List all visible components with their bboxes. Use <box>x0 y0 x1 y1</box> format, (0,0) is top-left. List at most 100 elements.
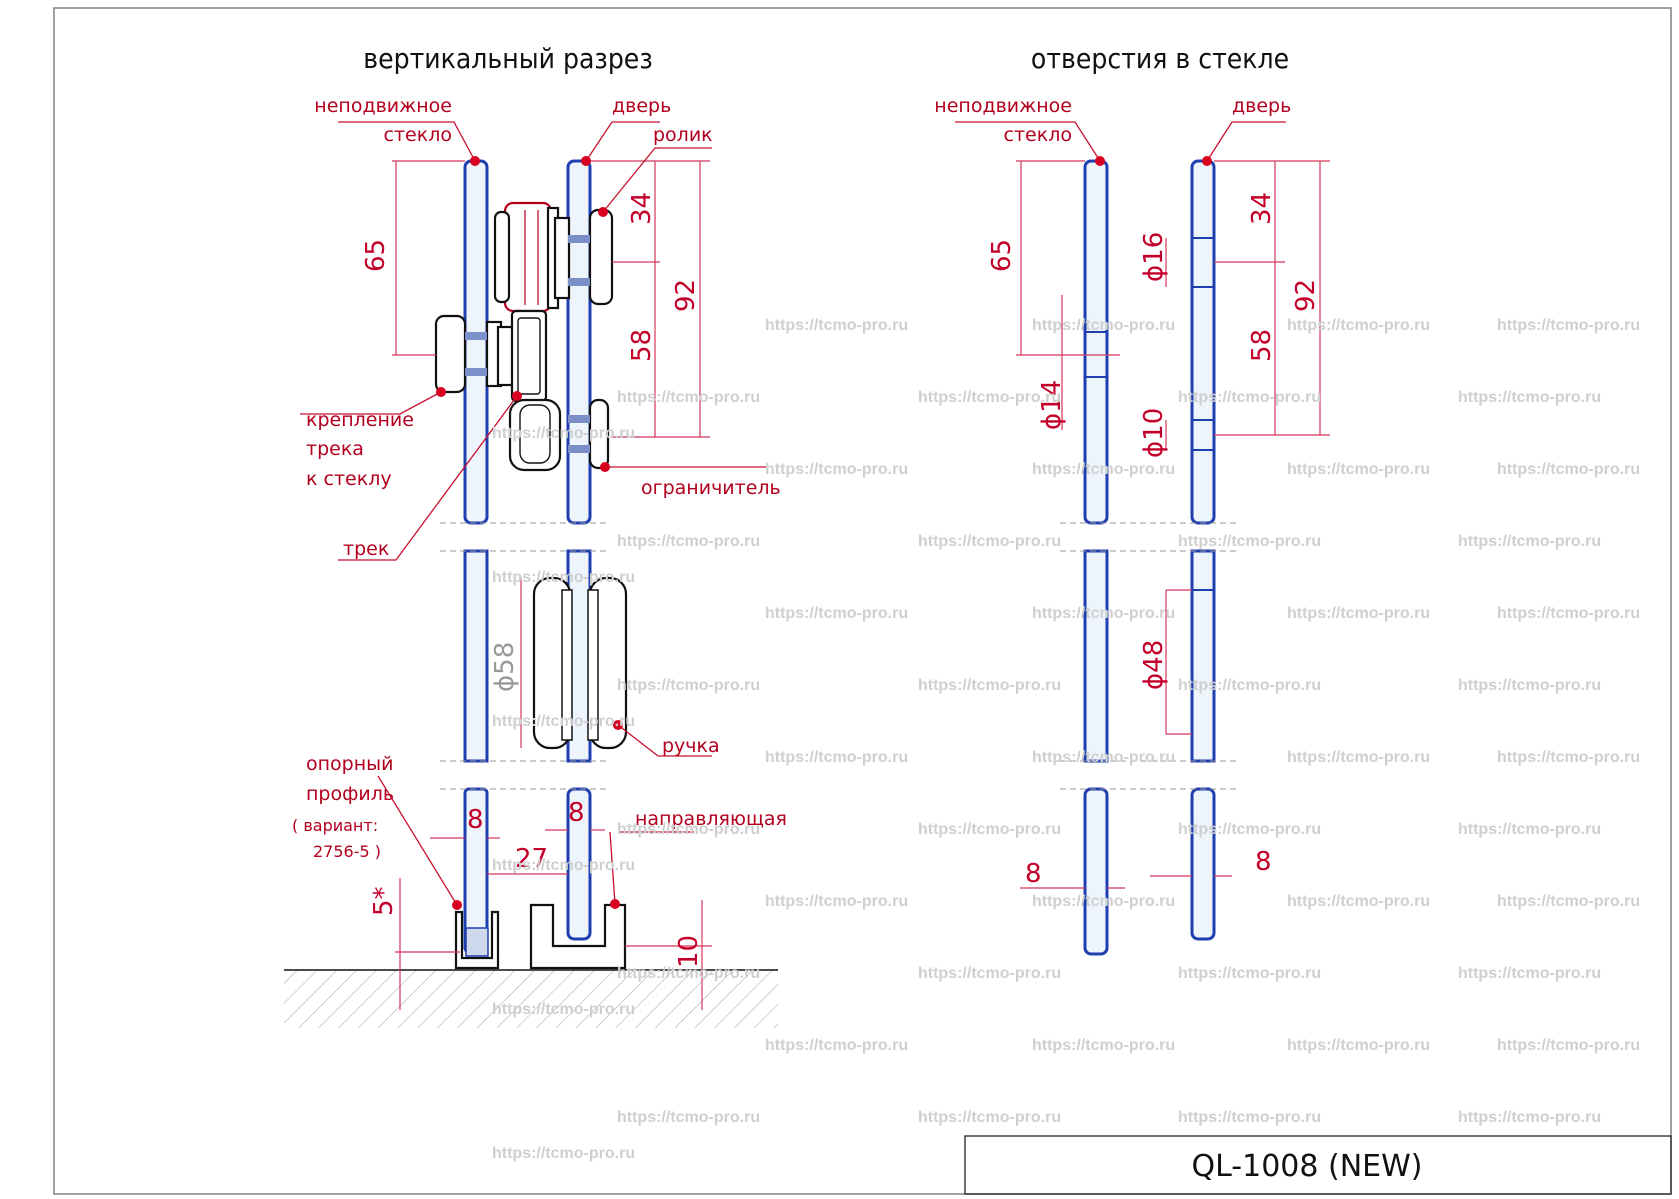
watermark-text: https://tcmo-pro.ru <box>765 749 908 766</box>
watermark-text: https://tcmo-pro.ru <box>1458 677 1601 694</box>
watermark-text: https://tcmo-pro.ru <box>918 533 1061 550</box>
dim-left-8a: 8 <box>467 805 484 835</box>
watermark-text: https://tcmo-pro.ru <box>617 533 760 550</box>
watermark-text: https://tcmo-pro.ru <box>1178 533 1321 550</box>
watermark-text: https://tcmo-pro.ru <box>1458 1109 1601 1126</box>
watermark-text: https://tcmo-pro.ru <box>492 713 635 730</box>
watermark-text: https://tcmo-pro.ru <box>1287 749 1430 766</box>
watermark-text: https://tcmo-pro.ru <box>1287 1037 1430 1054</box>
label-support-1: опорный <box>306 753 394 775</box>
watermark-text: https://tcmo-pro.ru <box>918 677 1061 694</box>
watermark-text: https://tcmo-pro.ru <box>1178 677 1321 694</box>
watermark-text: https://tcmo-pro.ru <box>1497 1037 1640 1054</box>
right-dimension-lines <box>1016 160 1330 889</box>
watermark-text: https://tcmo-pro.ru <box>765 317 908 334</box>
watermark-text: https://tcmo-pro.ru <box>1287 461 1430 478</box>
support-profile <box>454 910 500 970</box>
dim-left-8b: 8 <box>568 798 585 828</box>
dim-right-65: 65 <box>987 239 1017 272</box>
label-right-fixed-glass-2: стекло <box>1004 124 1072 146</box>
watermark-text: https://tcmo-pro.ru <box>1032 461 1175 478</box>
watermark-text: https://tcmo-pro.ru <box>1178 965 1321 982</box>
watermark-text: https://tcmo-pro.ru <box>617 1109 760 1126</box>
watermark-text: https://tcmo-pro.ru <box>1032 1037 1175 1054</box>
watermark-text: https://tcmo-pro.ru <box>1178 389 1321 406</box>
watermark-text: https://tcmo-pro.ru <box>492 425 635 442</box>
left-vertical-section: ϕ58 <box>284 95 787 1028</box>
watermark-text: https://tcmo-pro.ru <box>1032 317 1175 334</box>
dim-right-58: 58 <box>1247 329 1277 362</box>
watermark-text: https://tcmo-pro.ru <box>1458 389 1601 406</box>
watermark-text: https://tcmo-pro.ru <box>1032 893 1175 910</box>
roller-assembly <box>493 201 614 313</box>
label-fixed-glass-2: стекло <box>384 124 452 146</box>
dim-right-34: 34 <box>1247 192 1277 225</box>
label-fixed-glass-1: неподвижное <box>314 95 452 117</box>
watermark-text: https://tcmo-pro.ru <box>918 821 1061 838</box>
watermark-text: https://tcmo-pro.ru <box>765 605 908 622</box>
model-label: QL-1008 (NEW) <box>1192 1149 1423 1184</box>
watermark-text: https://tcmo-pro.ru <box>1178 821 1321 838</box>
watermark-text: https://tcmo-pro.ru <box>918 965 1061 982</box>
dim-right-92: 92 <box>1291 279 1321 312</box>
drawing-frame <box>53 7 1672 1195</box>
dim-left-65: 65 <box>361 239 391 272</box>
watermark-text: https://tcmo-pro.ru <box>1032 605 1175 622</box>
watermark-text: https://tcmo-pro.ru <box>1458 533 1601 550</box>
watermark-text: https://tcmo-pro.ru <box>617 389 760 406</box>
watermark-text: https://tcmo-pro.ru <box>492 857 635 874</box>
watermark-text: https://tcmo-pro.ru <box>1458 821 1601 838</box>
label-track-mount-1: крепление <box>306 409 414 431</box>
left-section-title: вертикальный разрез <box>363 42 652 75</box>
guide <box>529 903 627 970</box>
dim-handle-d58: ϕ58 <box>490 642 520 692</box>
right-section-title: отверстия в стекле <box>1031 42 1289 75</box>
label-roller: ролик <box>653 124 713 146</box>
watermark-text: https://tcmo-pro.ru <box>1032 749 1175 766</box>
left-leaders <box>300 121 766 906</box>
dim-left-27: 27 <box>515 844 548 874</box>
dim-left-58: 58 <box>627 329 657 362</box>
label-track-mount-3: к стеклу <box>306 468 392 490</box>
left-leader-dots <box>436 156 623 910</box>
dim-right-8b: 8 <box>1255 847 1272 877</box>
watermark-text: https://tcmo-pro.ru <box>617 677 760 694</box>
watermark-text: https://tcmo-pro.ru <box>617 965 760 982</box>
label-support-2: профиль <box>306 783 394 805</box>
label-limiter: ограничитель <box>641 477 781 499</box>
left-dimension-lines <box>392 160 712 1010</box>
track <box>510 309 548 403</box>
right-break-lines <box>1060 522 1240 790</box>
watermark-text: https://tcmo-pro.ru <box>765 893 908 910</box>
right-leaders <box>955 121 1286 166</box>
watermark-text: https://tcmo-pro.ru <box>1178 1109 1321 1126</box>
label-handle: ручка <box>662 735 720 757</box>
title-block: QL-1008 (NEW) <box>964 1135 1672 1195</box>
dim-right-8a: 8 <box>1025 859 1042 889</box>
dim-left-34: 34 <box>627 192 657 225</box>
watermark-text: https://tcmo-pro.ru <box>1497 749 1640 766</box>
watermark-text: https://tcmo-pro.ru <box>1497 317 1640 334</box>
watermark-text: https://tcmo-pro.ru <box>492 569 635 586</box>
label-support-4: 2756-5 ) <box>313 842 381 861</box>
dim-right-d48: ϕ48 <box>1139 640 1169 690</box>
dim-left-92: 92 <box>671 279 701 312</box>
label-track-mount-2: трека <box>306 438 364 460</box>
dim-right-d16: ϕ16 <box>1139 232 1169 282</box>
watermark-text: https://tcmo-pro.ru <box>1497 893 1640 910</box>
watermark-text: https://tcmo-pro.ru <box>1458 965 1601 982</box>
label-support-3: ( вариант: <box>292 816 378 835</box>
watermark-text: https://tcmo-pro.ru <box>1287 893 1430 910</box>
label-guide: направляющая <box>635 808 787 830</box>
watermark-text: https://tcmo-pro.ru <box>918 389 1061 406</box>
watermark-text: https://tcmo-pro.ru <box>765 461 908 478</box>
watermark-text: https://tcmo-pro.ru <box>492 1001 635 1018</box>
dim-right-d10: ϕ10 <box>1139 408 1169 458</box>
handle: ϕ58 <box>490 576 628 750</box>
dim-right-d14: ϕ14 <box>1037 380 1067 430</box>
break-lines <box>440 522 610 790</box>
watermark-text: https://tcmo-pro.ru <box>617 821 760 838</box>
watermark-layer: https://tcmo-pro.ru https://tcmo-pro.ru ht… <box>492 317 1640 1162</box>
watermark-text: https://tcmo-pro.ru <box>492 1145 635 1162</box>
